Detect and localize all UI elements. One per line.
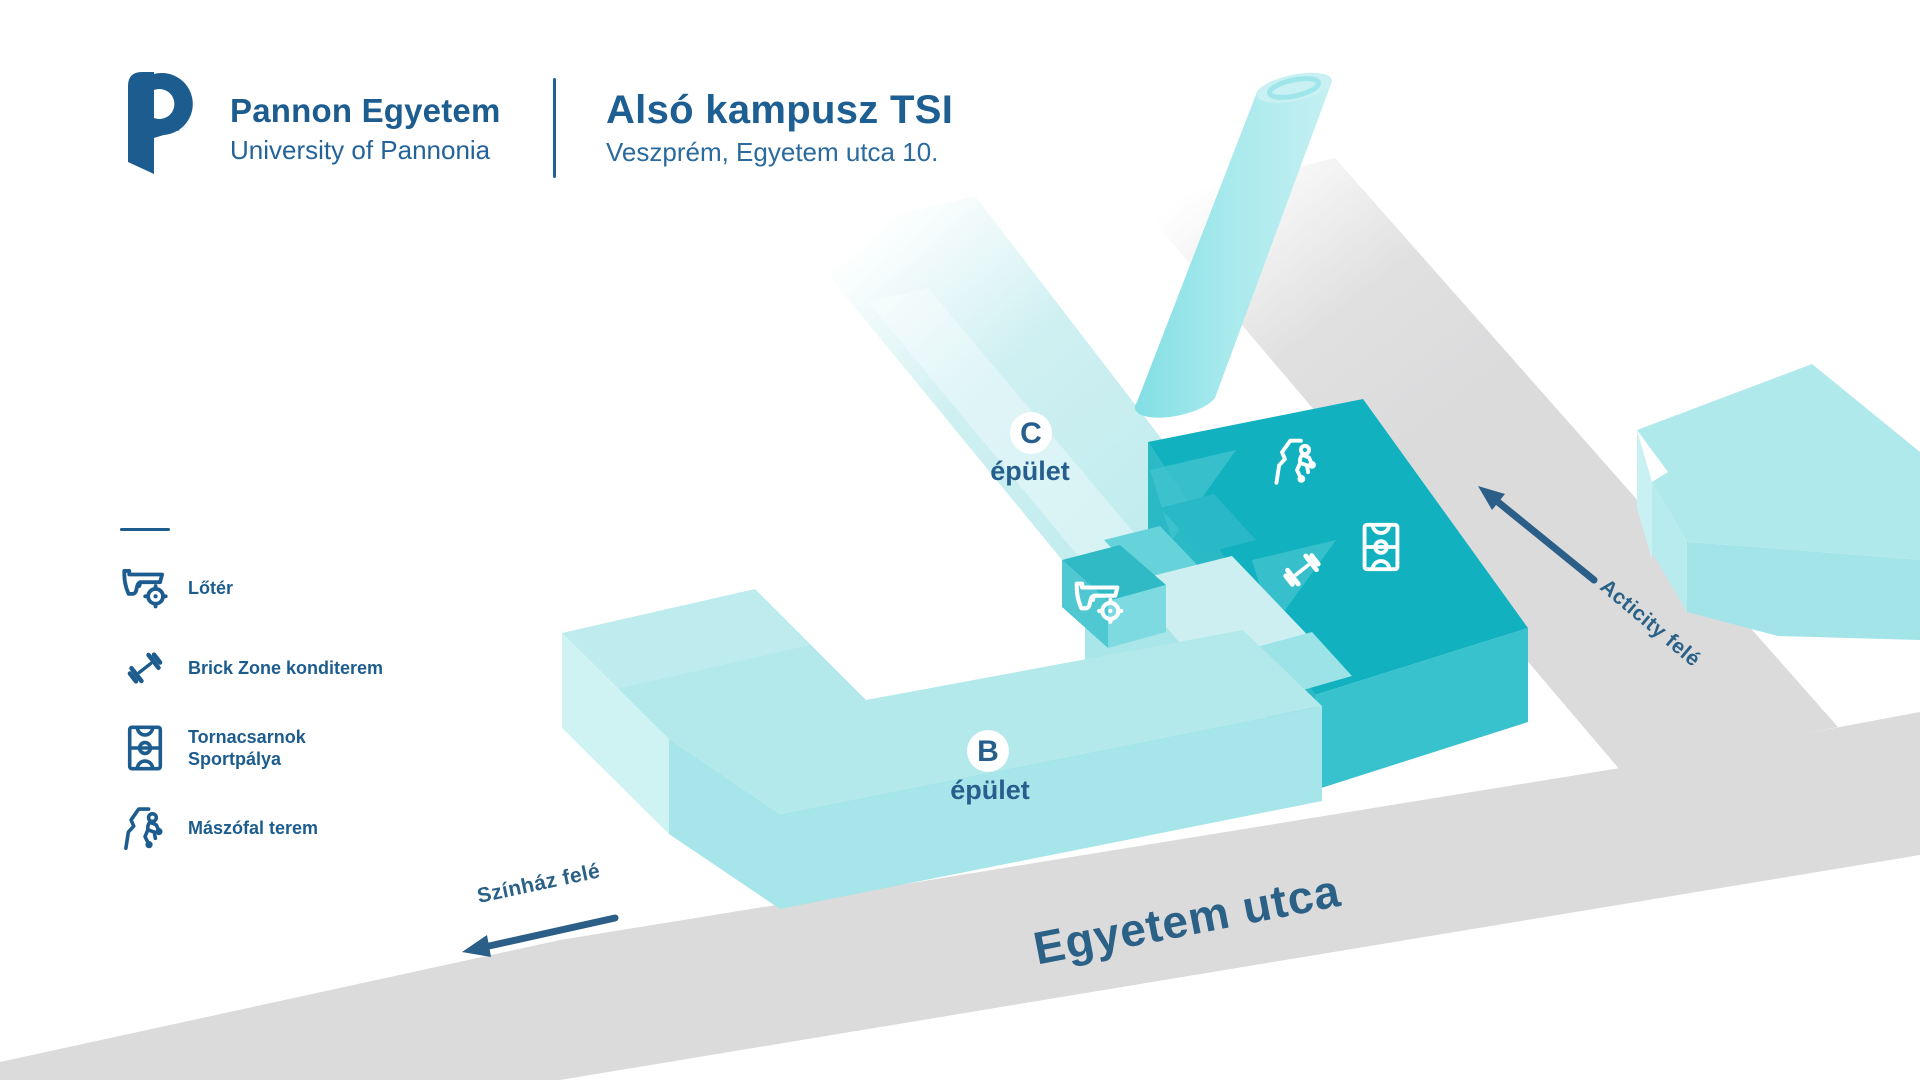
chimney [1134, 72, 1332, 418]
building-c-label: C épület [990, 412, 1070, 486]
building-b-west-face [562, 633, 669, 834]
building-east-left-face [1637, 430, 1652, 560]
dumbbell-icon [118, 641, 172, 695]
building-east-top-face [1637, 364, 1920, 560]
building-east [1637, 364, 1920, 640]
arrow-east [1494, 498, 1598, 584]
legend-item-tornacsarnok: Tornacsarnok Sportpálya [118, 721, 418, 775]
building-b-letter: B [977, 735, 999, 768]
legend-label-line2: Sportpálya [188, 749, 282, 769]
campus-title: Alsó kampusz TSI [606, 88, 954, 132]
header-divider [553, 78, 556, 178]
legend-label: Lőtér [188, 578, 233, 598]
legend: Lőtér Brick Zone konditerem Tornacsarnok… [118, 528, 418, 881]
building-b [562, 589, 1322, 909]
campus-block: Alsó kampusz TSI Veszprém, Egyetem utca … [606, 88, 953, 168]
building-c-epulet-label: épület [990, 456, 1070, 486]
building-tsi-top-face [1148, 399, 1528, 695]
building-c-top-face [798, 196, 1243, 588]
building-b-roof-highlight [562, 589, 810, 689]
building-b-front-face [669, 706, 1322, 909]
building-tsi-front-face [1315, 628, 1528, 790]
brand-block: Pannon Egyetem University of Pannonia [230, 92, 501, 166]
arrow-west [485, 914, 619, 950]
pannon-egyetem-logo-icon [128, 72, 193, 174]
legend-item-loter: Lőtér [118, 561, 418, 615]
header: Pannon Egyetem University of Pannonia Al… [0, 0, 1920, 200]
building-b-label: B épület [950, 730, 1030, 805]
building-c-roof-highlight [868, 288, 1140, 556]
brand-title: Pannon Egyetem [230, 92, 501, 129]
legend-label: Mászófal terem [188, 818, 319, 838]
legend-label: Tornacsarnok Sportpálya [188, 726, 306, 770]
ramp-dark-patch [1160, 494, 1256, 554]
building-b-epulet-label: épület [950, 775, 1030, 805]
branch-road-acticity [1140, 158, 1838, 770]
building-b-top-face [562, 589, 1322, 814]
main-road-egyetem-utca [0, 712, 1920, 1080]
legend-item-konditerem: Brick Zone konditerem [118, 641, 418, 695]
building-east-notch-face [1652, 482, 1687, 612]
brand-subtitle: University of Pannonia [230, 135, 491, 165]
direction-west-label: Színház felé [475, 859, 602, 907]
building-east-front-face [1687, 542, 1920, 640]
campus-address: Veszprém, Egyetem utca 10. [606, 137, 939, 167]
legend-item-maszofal: Mászófal terem [118, 801, 418, 855]
legend-rule [120, 528, 170, 531]
legend-label: Brick Zone konditerem [188, 658, 384, 678]
gun-tower [1062, 545, 1166, 648]
building-c-letter: C [1020, 417, 1042, 450]
court-icon [118, 721, 172, 775]
arrow-east-head [1478, 486, 1505, 510]
legend-label-line1: Tornacsarnok [188, 727, 306, 747]
gun-icon [118, 561, 172, 615]
climber-icon [118, 801, 172, 855]
arrow-west-head [462, 935, 491, 957]
